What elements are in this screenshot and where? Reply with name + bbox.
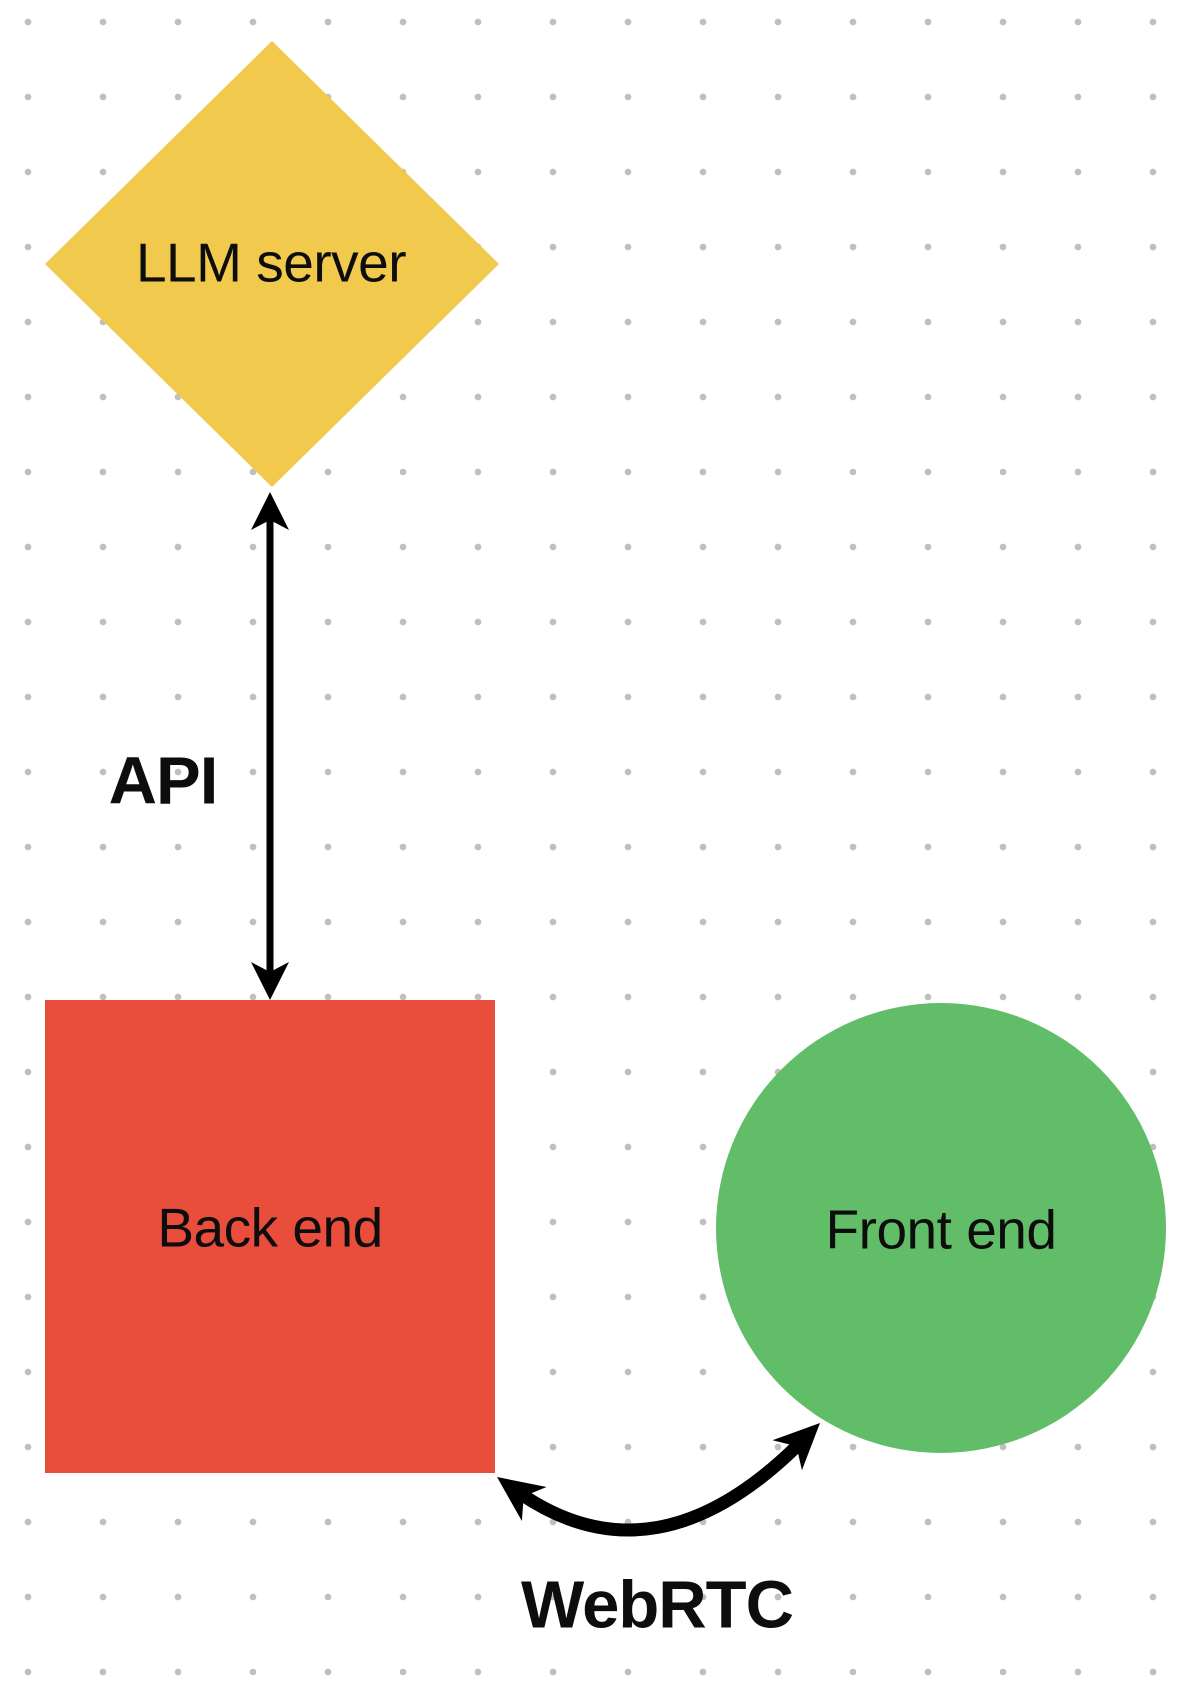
api-edge-arrowhead-top <box>251 492 289 530</box>
front-end-circle-node[interactable] <box>716 1003 1166 1453</box>
llm-server-node-label: LLM server <box>135 231 407 294</box>
api-edge-arrowhead-bottom <box>251 962 289 1000</box>
webrtc-edge-arrowhead-right <box>772 1423 820 1471</box>
webrtc-edge-shaft[interactable] <box>517 1441 802 1537</box>
llm-server-diamond-node[interactable] <box>45 41 499 487</box>
front-end-node-label: Front end <box>825 1198 1057 1261</box>
webrtc-edge-arrowhead-left <box>497 1477 547 1522</box>
webrtc-edge-arrow[interactable] <box>485 1408 835 1537</box>
api-edge-label: API <box>108 743 219 819</box>
webrtc-edge-label: WebRTC <box>521 1567 794 1643</box>
api-edge-arrow[interactable] <box>251 492 289 1000</box>
back-end-square-node[interactable] <box>45 1000 495 1473</box>
back-end-node-label: Back end <box>157 1196 383 1259</box>
